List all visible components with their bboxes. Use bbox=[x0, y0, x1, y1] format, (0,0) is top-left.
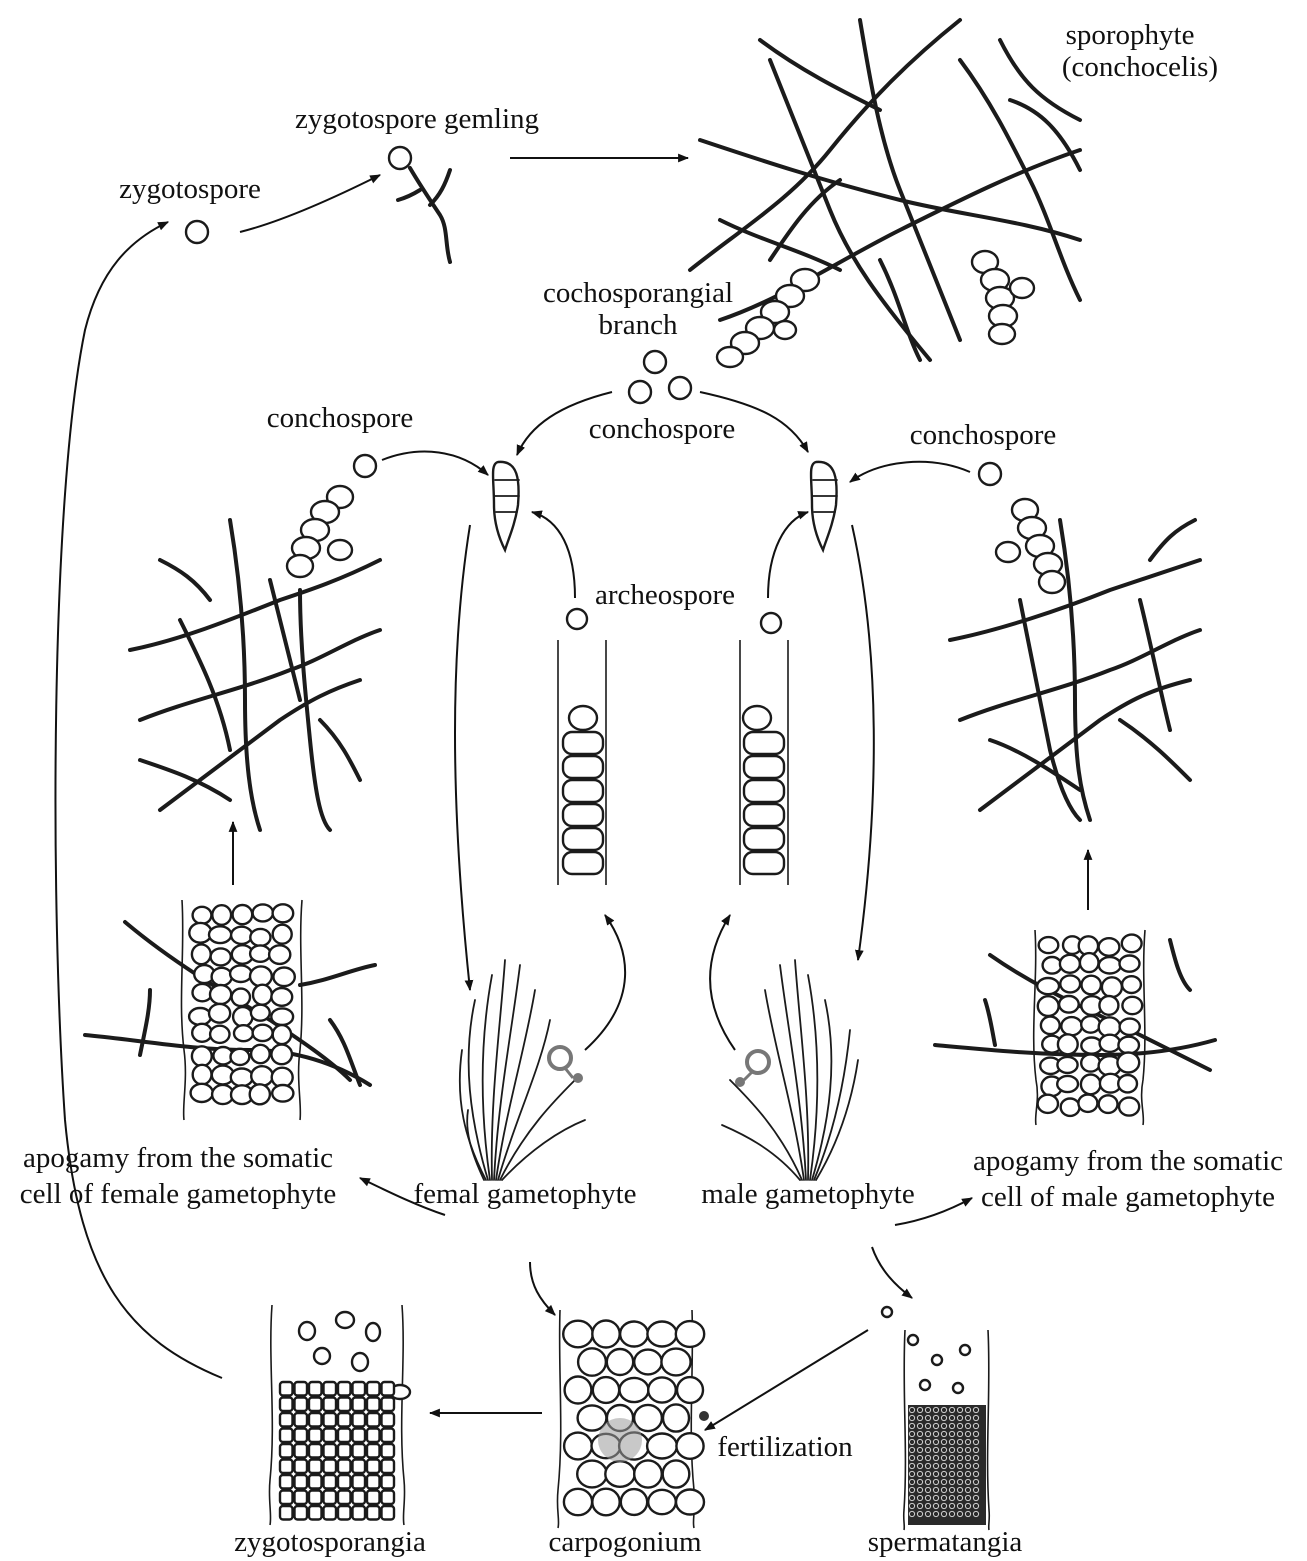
conchosporangial-branch-right bbox=[972, 251, 1034, 344]
arrow-to-spermatangia bbox=[872, 1247, 912, 1298]
carpogonium-tissue bbox=[557, 1310, 709, 1528]
arrow-archeospore-male bbox=[768, 512, 808, 598]
arrow-right-conchospore bbox=[850, 462, 970, 482]
zygotospore-cell bbox=[186, 221, 208, 243]
label-conchospore-center: conchospore bbox=[589, 413, 736, 445]
label-zygotospore: zygotospore bbox=[119, 173, 261, 205]
archeospore-cell bbox=[761, 613, 781, 633]
male-gametophyte-illustration bbox=[722, 960, 858, 1180]
label-zygotosporangia: zygotosporangia bbox=[234, 1526, 426, 1558]
carpogonium-marker bbox=[549, 1047, 571, 1069]
arrow-germling-to-female-gametophyte bbox=[455, 525, 470, 990]
label-branch: branch bbox=[599, 309, 678, 341]
zygotosporangia-tissue bbox=[269, 1305, 410, 1525]
sporophyte-conchocelis-illustration bbox=[690, 20, 1080, 367]
arrow-fertilization bbox=[705, 1330, 868, 1430]
label-conchospore-left: conchospore bbox=[267, 402, 414, 434]
label-cochosporangial: cochosporangial bbox=[543, 277, 733, 309]
spermatangium-marker bbox=[747, 1051, 769, 1073]
female-gametophyte-illustration bbox=[460, 960, 585, 1180]
label-male-gametophyte: male gametophyte bbox=[701, 1178, 914, 1210]
germling-female bbox=[493, 462, 519, 550]
label-spermatangia: spermatangia bbox=[868, 1526, 1023, 1558]
label-conchospore-right: conchospore bbox=[910, 419, 1057, 451]
label-apogamy-female-line2: cell of female gametophyte bbox=[20, 1178, 336, 1210]
label-carpogonium: carpogonium bbox=[548, 1526, 701, 1558]
apogamy-tissue-female bbox=[85, 900, 375, 1120]
arrow-germling-to-male-gametophyte bbox=[852, 525, 874, 960]
label-apogamy-male-line2: cell of male gametophyte bbox=[981, 1181, 1275, 1213]
label-apogamy-male-line1: apogamy from the somatic bbox=[973, 1145, 1283, 1177]
arrow-archeospore-female bbox=[532, 512, 575, 598]
conchospore-cell bbox=[644, 351, 666, 373]
female-thallus-segment bbox=[558, 640, 606, 885]
label-femal-gametophyte: femal gametophyte bbox=[413, 1178, 636, 1210]
conchospore-cell bbox=[669, 377, 691, 399]
archeospore-cell bbox=[567, 609, 587, 629]
label-archeospore: archeospore bbox=[595, 579, 735, 611]
label-conchocelis: (conchocelis) bbox=[1062, 51, 1218, 83]
arrow-left-conchospore bbox=[382, 452, 488, 475]
spermatangia-tissue bbox=[882, 1307, 989, 1530]
arrow-female-to-archeospore-segment bbox=[585, 915, 625, 1050]
arrow-zygotospore-to-gemling bbox=[240, 175, 380, 232]
male-thallus-segment bbox=[740, 640, 788, 885]
zygotospore-gemling-illustration bbox=[389, 147, 450, 262]
conchocelis-female-side bbox=[130, 486, 380, 830]
apogamy-tissue-male bbox=[935, 930, 1215, 1125]
label-zygotospore-gemling: zygotospore gemling bbox=[295, 103, 539, 135]
arrow-to-carpogonium bbox=[530, 1262, 555, 1315]
label-sporophyte: sporophyte bbox=[1066, 19, 1195, 51]
germling-male bbox=[811, 462, 837, 550]
conchocelis-male-side bbox=[950, 499, 1200, 820]
label-fertilization: fertilization bbox=[717, 1431, 853, 1463]
arrow-male-to-archeospore-segment bbox=[710, 915, 735, 1050]
conchospore-cell bbox=[629, 381, 651, 403]
conchospore-cell bbox=[979, 463, 1001, 485]
conchospore-cell bbox=[354, 455, 376, 477]
